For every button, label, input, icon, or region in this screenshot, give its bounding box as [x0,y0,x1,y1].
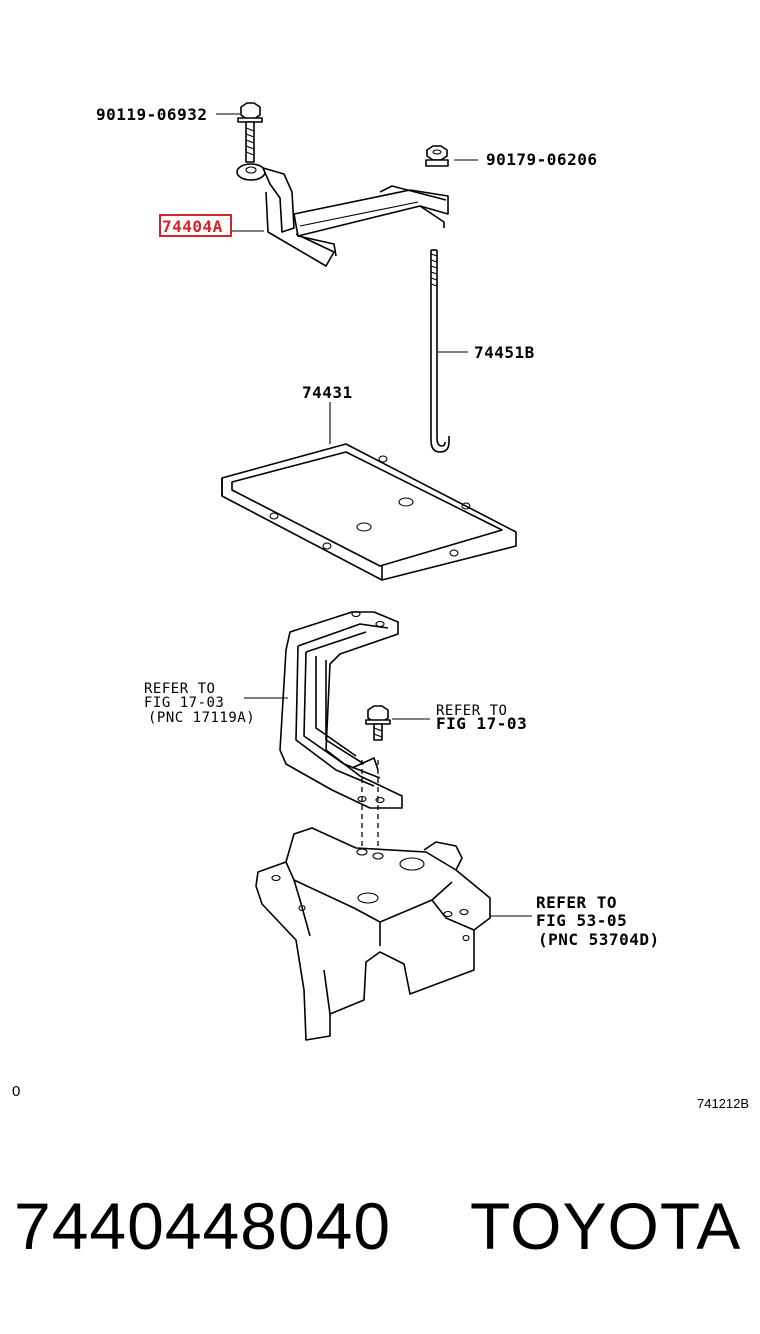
carrier-drawing [255,827,491,1041]
corner-label-right: 741212B [697,1096,750,1111]
parts-diagram: 90119-06932 90179-06206 74404A 74451B [96,102,660,1041]
label-refer-bolt-2: FIG 17-03 [436,714,527,733]
bolt-mid-drawing [365,705,391,741]
label-refer-bracket-3: (PNC 17119A) [148,710,255,726]
label-refer-carrier-2: FIG 53-05 [536,911,627,930]
support-bracket-drawing [279,610,403,809]
label-refer-carrier-3: (PNC 53704D) [538,930,660,949]
rod-74451b-drawing [430,249,450,453]
tray-74431-drawing [221,443,517,581]
bolt-90119-06932-drawing [237,102,263,163]
label-tray: 74431 [302,383,353,402]
footer-part-number: 7440448040 [14,1189,392,1263]
nut-90179-06206-drawing [425,145,449,167]
label-refer-bracket-1: REFER TO [144,681,215,697]
clamp-74404a-drawing [236,163,449,267]
label-clamp-highlighted[interactable]: 74404A [162,217,223,236]
highlight-box [159,214,232,237]
corner-label-left: 0 [12,1083,21,1100]
label-nut-top: 90179-06206 [486,150,597,169]
label-rod: 74451B [474,343,535,362]
label-refer-carrier-1: REFER TO [536,893,617,912]
label-refer-bracket-2: FIG 17-03 [144,695,224,711]
label-refer-bolt-1: REFER TO [436,703,507,719]
label-bolt-top: 90119-06932 [96,105,207,124]
footer-brand: TOYOTA [470,1189,742,1263]
